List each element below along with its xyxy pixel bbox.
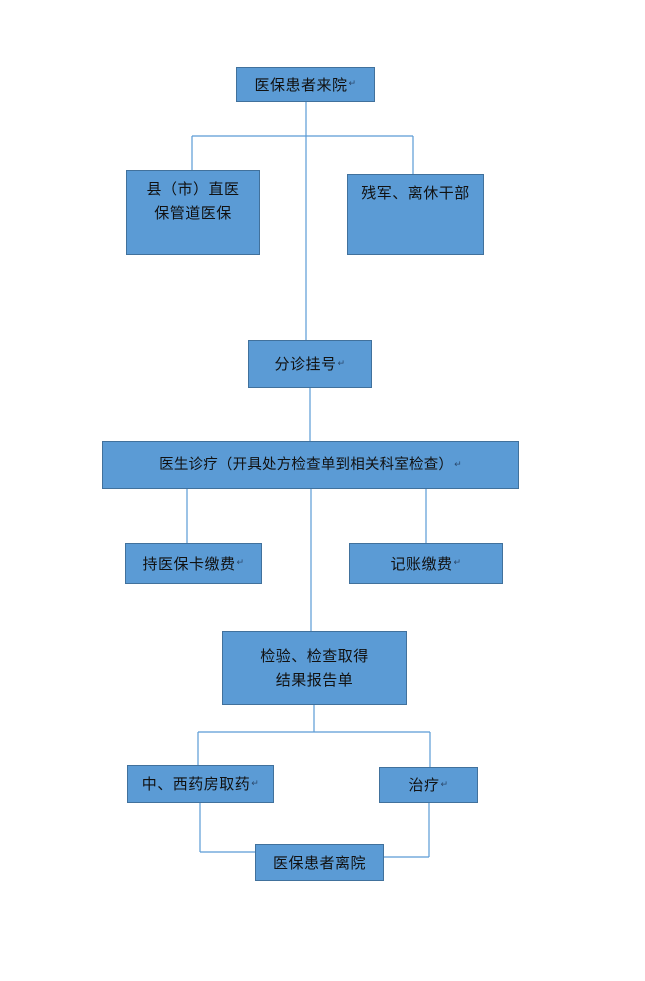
- paragraph-mark-icon: ↵: [251, 778, 260, 789]
- veteran-cadre-node: 残军、离休干部: [347, 174, 484, 255]
- paragraph-mark-icon: ↵: [337, 358, 346, 369]
- exam-report-node: 检验、检查取得 结果报告单: [222, 631, 407, 705]
- paragraph-mark-icon: ↵: [454, 459, 462, 470]
- paragraph-mark-icon: ↵: [440, 779, 449, 790]
- triage-registration-label: 分诊挂号: [274, 355, 337, 373]
- paragraph-mark-icon: ↵: [348, 79, 357, 89]
- exam-report-label: 检验、检查取得 结果报告单: [260, 647, 369, 689]
- pharmacy-label: 中、西药房取药: [141, 775, 251, 793]
- pharmacy-node: 中、西药房取药↵: [127, 765, 274, 803]
- account-payment-label: 记账缴费: [390, 554, 453, 573]
- arrival-node: 医保患者来院↵: [236, 67, 375, 102]
- veteran-cadre-label: 残军、离休干部: [361, 184, 470, 202]
- card-payment-label: 持医保卡缴费: [142, 554, 236, 573]
- county-insurance-label: 县（市）直医 保管道医保: [146, 180, 240, 222]
- paragraph-mark-icon: ↵: [453, 558, 462, 568]
- departure-node: 医保患者离院: [255, 844, 384, 881]
- treatment-label: 治疗: [408, 776, 440, 794]
- arrival-label: 医保患者来院: [254, 75, 348, 94]
- doctor-consultation-label: 医生诊疗（开具处方检查单到相关科室检查）: [159, 457, 454, 473]
- treatment-node: 治疗↵: [379, 767, 478, 803]
- doctor-consultation-node: 医生诊疗（开具处方检查单到相关科室检查）↵: [102, 441, 519, 489]
- triage-registration-node: 分诊挂号↵: [248, 340, 372, 388]
- paragraph-mark-icon: ↵: [236, 558, 245, 568]
- card-payment-node: 持医保卡缴费↵: [125, 543, 262, 584]
- departure-label: 医保患者离院: [272, 853, 366, 872]
- account-payment-node: 记账缴费↵: [349, 543, 503, 584]
- county-insurance-node: 县（市）直医 保管道医保: [126, 170, 260, 255]
